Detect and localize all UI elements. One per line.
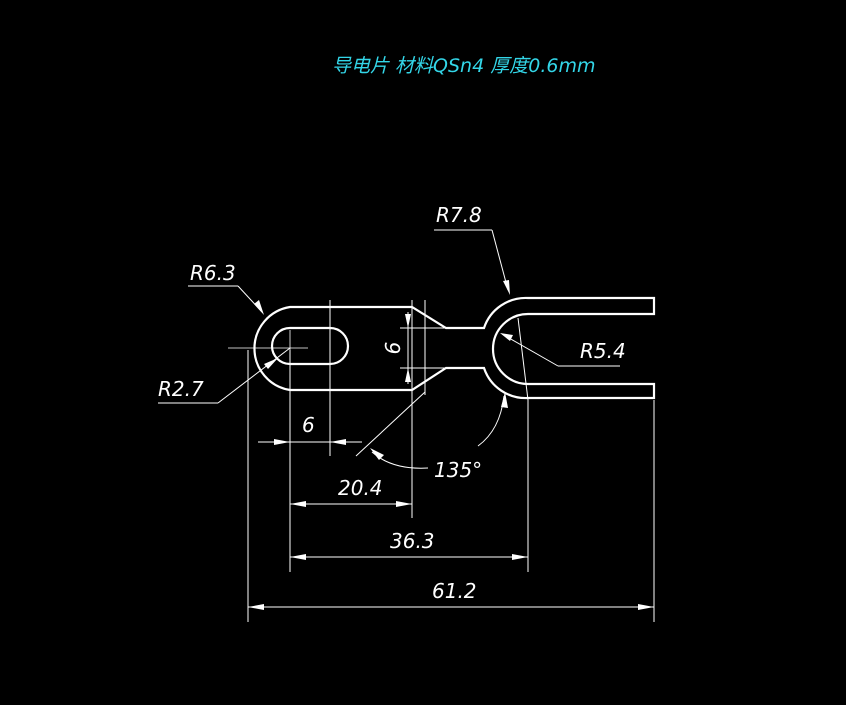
arrow-61-2-left bbox=[248, 604, 264, 610]
arrow-r6-3 bbox=[254, 300, 264, 315]
angle-leader-line bbox=[355, 391, 426, 457]
arrow-r2-7 bbox=[264, 358, 278, 369]
arrow-36-3-left bbox=[290, 554, 306, 560]
arrow-slot-left bbox=[274, 439, 290, 445]
arrow-20-4-right bbox=[396, 501, 412, 507]
dim-r5-4-label: R5.4 bbox=[580, 339, 626, 363]
arrow-angle-left bbox=[370, 448, 384, 460]
leader-r7-8-ext bbox=[517, 317, 529, 401]
dim-36-3-label: 36.3 bbox=[390, 529, 435, 553]
dim-61-2: 61.2 bbox=[248, 579, 654, 610]
dim-36-3: 36.3 bbox=[290, 529, 528, 560]
dim-neck-width-label: 6 bbox=[381, 342, 405, 355]
leader-r7-8: R7.8 bbox=[434, 203, 529, 401]
dim-61-2-label: 61.2 bbox=[432, 579, 477, 603]
arrow-r7-8 bbox=[503, 280, 510, 295]
dim-r7-8-label: R7.8 bbox=[436, 203, 482, 227]
arrow-neck-top bbox=[405, 314, 411, 328]
dim-20-4-label: 20.4 bbox=[338, 476, 383, 500]
arrow-36-3-right bbox=[512, 554, 528, 560]
arrow-angle-right bbox=[501, 392, 508, 408]
arrow-slot-right bbox=[330, 439, 346, 445]
dim-r6-3-label: R6.3 bbox=[190, 261, 236, 285]
angle-arc-right bbox=[477, 395, 505, 447]
dim-slot-length: 6 bbox=[258, 413, 362, 445]
arrow-r5-4 bbox=[500, 333, 513, 341]
leader-r2-7: R2.7 bbox=[158, 347, 291, 404]
dim-slot-length-label: 6 bbox=[302, 413, 315, 437]
arrow-20-4-left bbox=[290, 501, 306, 507]
leader-r5-4: R5.4 bbox=[500, 333, 626, 367]
leader-r2-7-line bbox=[217, 347, 291, 404]
dim-neck-width: 6 bbox=[381, 312, 411, 384]
leader-r7-8-line bbox=[491, 229, 509, 291]
part-contour bbox=[253, 296, 656, 400]
drawing-title: 导电片 材料QSn4 厚度0.6mm bbox=[332, 55, 595, 77]
dim-20-4: 20.4 bbox=[290, 476, 412, 507]
end-slot bbox=[270, 326, 350, 366]
dim-angle: 135° bbox=[355, 391, 508, 482]
dim-r2-7-label: R2.7 bbox=[158, 377, 204, 401]
center-lines bbox=[228, 330, 308, 366]
dim-angle-label: 135° bbox=[434, 458, 482, 482]
leader-r5-4-line bbox=[501, 333, 559, 367]
arrow-61-2-right bbox=[638, 604, 654, 610]
leader-r6-3: R6.3 bbox=[188, 261, 264, 315]
arrow-neck-bottom bbox=[405, 368, 411, 382]
